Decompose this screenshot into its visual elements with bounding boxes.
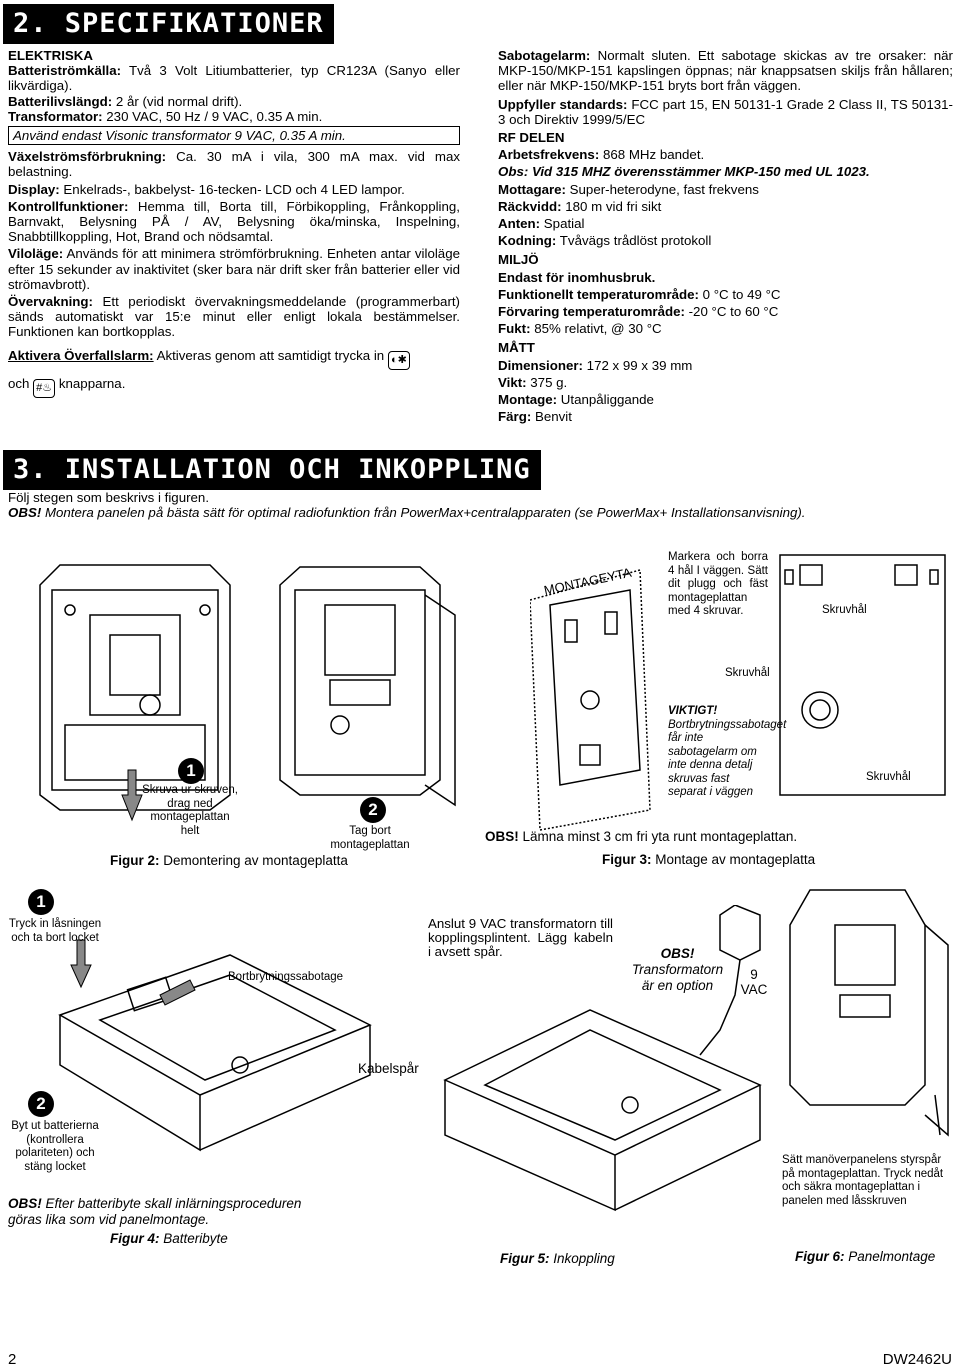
figure-5-caption: Figur 5: Inkoppling [500,1251,615,1266]
figure-2-drawing [39,564,456,822]
section-3-intro: Följ stegen som beskrivs i figuren. OBS!… [8,490,806,521]
fig5-anslut-text: Anslut 9 VAC transformatorn till kopplin… [428,916,613,959]
fig3-skruvhal-1: Skruvhål [822,604,867,616]
fig2-step1-badge: 1 [178,758,204,784]
figure-5-drawing [443,905,762,1212]
fig2-step1-text: Skruva ur skruven, drag ned montageplatt… [142,784,238,837]
fig2-step2-badge: 2 [360,797,386,823]
fig5-obs: OBS!Transformatorn är en option [631,946,724,993]
fire-key-icon: #♨ [33,378,56,398]
fig5-kabelspar-label: Kabelspår [358,1061,419,1076]
fig4-step2-badge: 2 [28,1091,54,1117]
fig4-bortbryt-label: Bortbrytningssabotage [228,971,344,983]
figure-4-caption: Figur 4: Batteribyte [110,1231,228,1246]
page-number: 2 [8,1351,17,1368]
figure-4-drawing [58,939,372,1152]
figure-2-caption: Figur 2: Demontering av montageplatta [110,853,348,868]
figure-3-drawing: MONTAGEYTA [530,554,946,831]
fig3-viktigt: VIKTIGT!Bortbrytningssabotaget får inte … [668,705,787,798]
figure-3-caption: Figur 3: Montage av montageplatta [602,852,816,867]
elektriska-heading: ELEKTRISKA [8,48,93,63]
spec-left-column: ELEKTRISKA Batteriströmkälla: Två 3 Volt… [8,48,460,398]
spec-right-column: Sabotagelarm: Normalt sluten. Ett sabota… [498,48,953,425]
document-id: DW2462U [882,1351,952,1368]
fig4-step2-text: Byt ut batterierna (kontrollera polarite… [11,1120,99,1173]
fig6-text: Sätt manöverpanelens styrspår på montage… [782,1154,944,1207]
figure-6-drawing [789,889,949,1137]
matt-heading: MÅTT [498,340,535,356]
fig2-step2-text: Tag bort montageplattan [330,825,410,851]
figure-6-caption: Figur 6: Panelmontage [795,1249,936,1264]
fig3-markera-text: Markera och borra 4 hål I väggen. Sätt d… [668,551,768,617]
fig4-step1-text: Tryck in låsningen och ta bort locket [8,918,102,944]
rf-heading: RF DELEN [498,130,565,146]
section-2-heading: 2. SPECIFIKATIONER [3,4,334,44]
miljo-heading: MILJÖ [498,252,539,268]
fig3-skruvhal-2: Skruvhål [725,667,770,679]
fig4-step1-badge: 1 [28,889,54,915]
transformer-note: Använd endast Visonic transformator 9 VA… [13,128,346,144]
fig4-obs: OBS! Efter batteribyte skall inlärningsp… [8,1196,302,1227]
fig3-obs: OBS! Lämna minst 3 cm fri yta runt monta… [485,829,798,844]
fig5-vac-label: 9 VAC [740,967,768,997]
section-3-heading: 3. INSTALLATION OCH INKOPPLING [3,450,541,490]
panic-key-icon: ◐✱ [387,350,410,370]
fig3-skruvhal-3: Skruvhål [866,771,911,783]
